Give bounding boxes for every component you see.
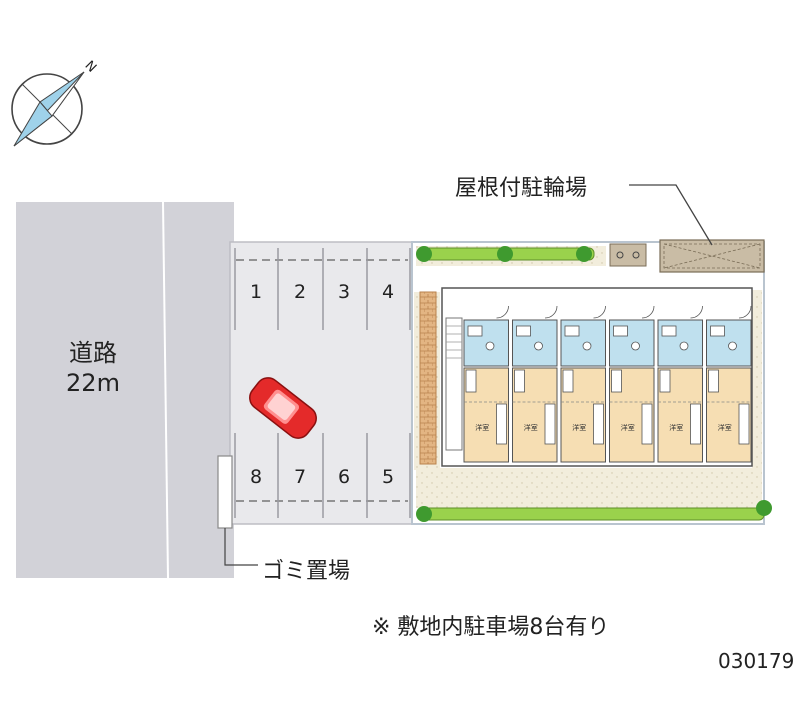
compass-north-label: N: [82, 58, 99, 75]
parking-space-5: 5: [382, 466, 394, 488]
apartment-unit: 洋室: [706, 305, 752, 463]
road-name: 道路: [69, 339, 117, 367]
garbage-label: ゴミ置場: [262, 559, 350, 584]
parking-space-2: 2: [294, 281, 306, 303]
apartment-unit: 洋室: [463, 305, 509, 463]
parking-space-1: 1: [250, 281, 262, 303]
room-label: 洋室: [524, 423, 538, 432]
car-icon: [249, 377, 317, 439]
apartment-unit: 洋室: [560, 305, 606, 463]
road-width: 22m: [66, 369, 120, 397]
parking-space-6: 6: [338, 466, 350, 488]
bike-shelter-label: 屋根付駐輪場: [455, 176, 587, 201]
bike-shelter: [609, 184, 765, 273]
compass-icon: [11, 71, 85, 147]
parking-space-3: 3: [338, 281, 350, 303]
hedge-top: [416, 246, 595, 262]
hedge-bottom: [416, 500, 772, 522]
room-label: 洋室: [718, 423, 732, 432]
room-label: 洋室: [572, 423, 586, 432]
property-code: 030179: [718, 649, 794, 673]
parking-space-4: 4: [382, 281, 394, 303]
apartment-building: 洋室 洋室 洋室 洋室 洋室 洋室: [441, 287, 753, 467]
apartment-unit: 洋室: [657, 305, 703, 463]
parking-note: ※ 敷地内駐車場8台有り: [372, 615, 609, 640]
room-label: 洋室: [621, 423, 635, 432]
room-label: 洋室: [475, 423, 489, 432]
apartment-unit: 洋室: [512, 305, 558, 463]
apartment-unit: 洋室: [609, 305, 655, 463]
room-label: 洋室: [669, 423, 683, 432]
parking-space-7: 7: [294, 466, 306, 488]
parking-space-8: 8: [250, 466, 262, 488]
walkway: [419, 291, 437, 465]
road: [16, 201, 234, 579]
garbage-area: [217, 455, 258, 566]
